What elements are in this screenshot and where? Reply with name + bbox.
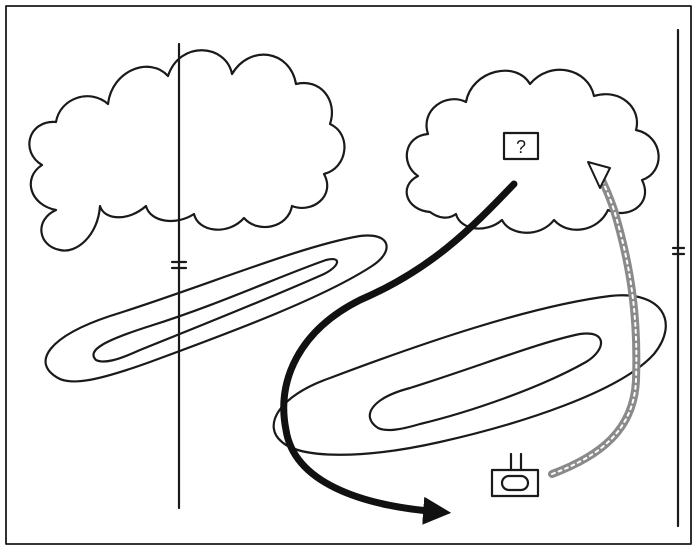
right-cloud-icon — [407, 70, 659, 233]
dark-path-arrow — [284, 184, 514, 512]
left-cloud-icon — [29, 50, 344, 250]
frame-border — [6, 6, 691, 544]
radar-icon — [492, 454, 538, 496]
gray-path-arrow — [552, 162, 636, 474]
unknown-box: ? — [504, 133, 538, 159]
unknown-box-label: ? — [516, 137, 526, 157]
right-band-inner — [370, 333, 601, 430]
